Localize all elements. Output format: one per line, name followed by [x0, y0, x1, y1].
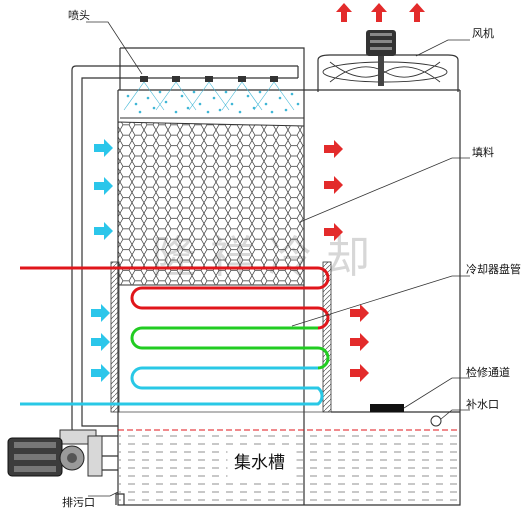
arrow-up-icon — [371, 3, 387, 22]
label-basin: 集水槽 — [234, 453, 285, 473]
label-makeup: 补水口 — [466, 398, 499, 411]
cool-water-tube — [20, 366, 324, 406]
arrow-right-icon — [324, 176, 343, 194]
nozzle-icon — [238, 76, 246, 82]
arrow-right-icon — [350, 304, 369, 322]
nozzle-icon — [270, 76, 278, 82]
nozzle-icon — [205, 76, 213, 82]
mid-water-tube — [130, 326, 330, 370]
arrow-right-icon — [324, 140, 343, 158]
air-in-arrows — [91, 139, 113, 382]
air-out-top-arrows — [336, 3, 425, 22]
leader-lines — [86, 21, 470, 497]
access-walkway — [331, 404, 460, 427]
arrow-right-icon — [91, 304, 110, 322]
label-fill: 填料 — [472, 145, 494, 159]
label-coil: 冷却器盘管 — [466, 262, 521, 276]
arrow-right-icon — [94, 139, 113, 157]
nozzle-icon — [140, 76, 148, 82]
coil-section — [110, 261, 332, 413]
spray-header — [71, 65, 299, 410]
label-fan: 风机 — [472, 26, 494, 40]
pump-assembly — [7, 410, 125, 505]
fill-media — [117, 121, 305, 286]
label-access: 检修通道 — [466, 365, 510, 379]
label-drain: 排污口 — [62, 495, 95, 509]
arrow-right-icon — [94, 222, 113, 240]
arrow-up-icon — [336, 3, 352, 22]
arrow-right-icon — [91, 333, 110, 351]
spray-zone — [120, 81, 304, 119]
nozzle-icon — [172, 76, 180, 82]
air-out-side-arrows — [324, 140, 369, 382]
fan-unit — [317, 30, 459, 92]
arrow-right-icon — [94, 177, 113, 195]
coil-tubes — [20, 266, 330, 406]
arrow-right-icon — [324, 223, 343, 241]
arrow-right-icon — [350, 364, 369, 382]
hot-water-tube — [20, 266, 330, 330]
arrow-right-icon — [91, 364, 110, 382]
label-nozzle: 喷头 — [68, 9, 90, 22]
basin — [118, 429, 460, 504]
arrow-up-icon — [409, 3, 425, 22]
arrow-right-icon — [350, 333, 369, 351]
